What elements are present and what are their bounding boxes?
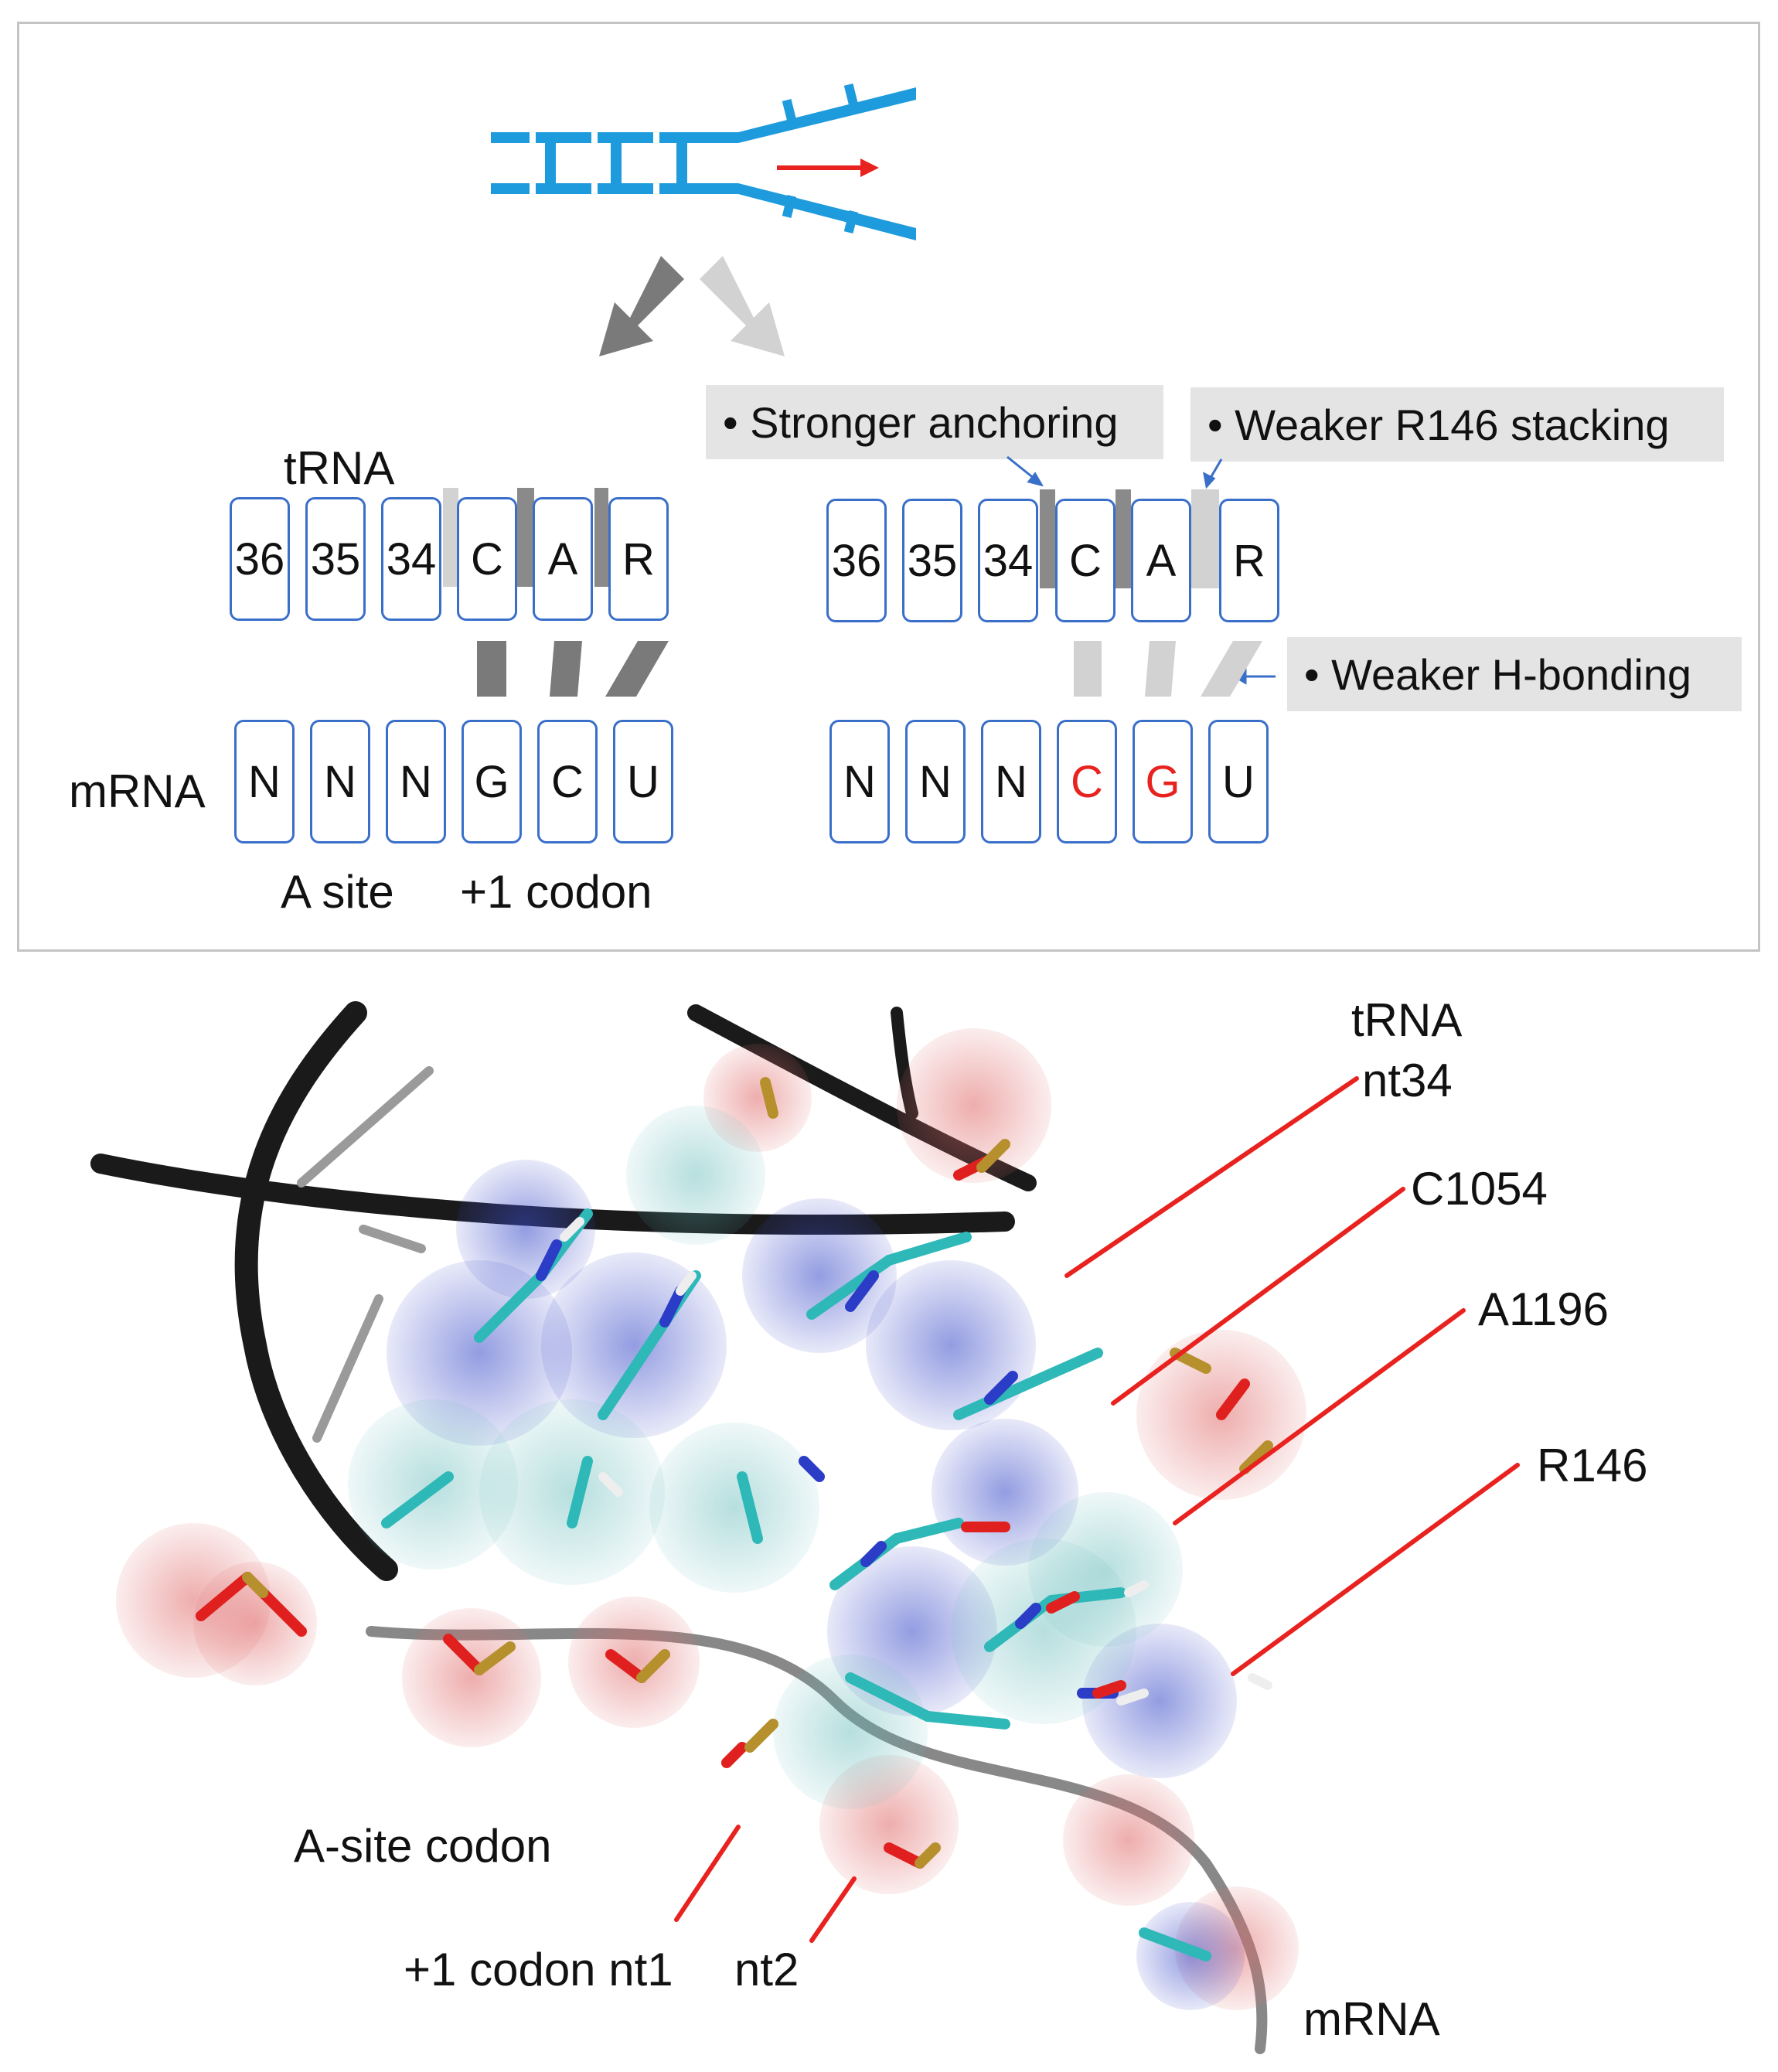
right-trna-box-36: 36 [826,499,887,622]
right-mrna-box-n3: N [981,720,1041,843]
left-mrna-box-c: C [537,720,598,843]
top-panel-frame: • Stronger anchoring • Weaker R146 stack… [17,22,1760,952]
mol-trna-label: tRNA [1351,994,1463,1046]
grey-ladder-rods [297,1066,434,1443]
left-stack-a-r [594,488,608,587]
left-trna-label: tRNA [284,442,395,494]
left-stack-c-a [517,488,534,587]
mol-plus1-nt1-label: +1 codon nt1 [404,1944,673,1995]
left-trna-box-34: 34 [381,497,441,621]
right-trna-box-a: A [1131,499,1191,622]
callout-weaker-hbonding: • Weaker H-bonding [1287,637,1742,711]
callout-weaker-stacking: • Weaker R146 stacking [1190,387,1724,462]
right-pairing-bars [1074,641,1262,697]
right-stack-c-a [1116,489,1131,588]
left-stack-34-c [443,488,458,587]
right-trna-box-34: 34 [978,499,1038,622]
molecular-structure-render [90,1001,1520,2054]
left-mrna-label: mRNA [69,765,206,817]
mol-c1054-label: C1054 [1411,1163,1548,1215]
right-trna-box-r: R [1219,499,1279,622]
right-mrna-box-n2: N [905,720,966,843]
stick-bonds [196,1077,1273,1961]
right-mrna-box-g-mutant: G [1133,720,1193,843]
mol-r146-label: R146 [1537,1440,1648,1491]
mol-nt34-label: nt34 [1362,1055,1453,1106]
left-trna-box-35: 35 [305,497,366,621]
right-mrna-box-c-mutant: C [1057,720,1117,843]
right-mrna-box-u: U [1208,720,1269,843]
label-leader-lines [674,1076,1520,1943]
mol-nt2-label: nt2 [734,1944,799,1995]
left-trna-box-r: R [608,497,669,621]
left-trna-box-a: A [533,497,593,621]
vdw-surface-clouds [116,1028,1306,2010]
left-pairing-bars [477,641,669,697]
left-mrna-box-u: U [613,720,673,843]
mol-mrna-label: mRNA [1303,1993,1440,2045]
left-mrna-box-n1: N [234,720,295,843]
left-trna-box-c: C [457,497,517,621]
right-mrna-box-n1: N [829,720,890,843]
mol-a1196-label: A1196 [1478,1283,1609,1335]
plus1-codon-label: +1 codon [460,866,652,918]
callout-stronger-anchoring: • Stronger anchoring [706,385,1163,459]
mol-asite-codon-label: A-site codon [294,1820,552,1872]
left-mrna-box-n3: N [386,720,446,843]
left-mrna-box-g: G [462,720,522,843]
right-stack-a-r [1191,489,1219,588]
right-stack-34-c [1040,489,1055,588]
unwinding-duplex-icon [491,83,916,240]
right-trna-box-35: 35 [902,499,962,622]
a-site-label: A site [281,866,394,918]
branch-arrows-icon [599,256,785,356]
left-mrna-box-n2: N [310,720,370,843]
right-trna-box-c: C [1055,499,1116,622]
left-trna-box-36: 36 [230,497,290,621]
callout-pointers [1007,455,1276,685]
